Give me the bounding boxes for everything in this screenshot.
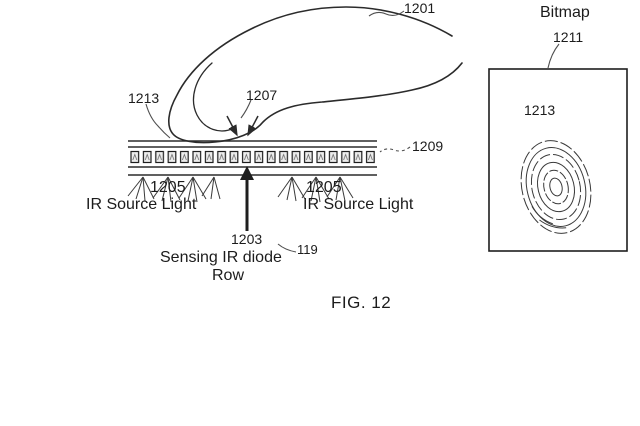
finger-outline <box>168 6 463 144</box>
ref-label-1213-bitmap: 1213 <box>524 102 556 118</box>
ir-source-light-right: IR Source Light <box>303 196 414 213</box>
finger-drawing <box>168 6 463 144</box>
leader-1211 <box>547 43 560 69</box>
ref-label-1213-left: 1213 <box>128 90 160 106</box>
ref-label-1203: 1203 <box>231 231 263 247</box>
row-label: Row <box>212 267 245 284</box>
sensor-stack <box>128 140 377 176</box>
leader-1201 <box>368 10 405 17</box>
ref-label-1205-left: 1205 <box>150 179 186 196</box>
ref-label-1207: 1207 <box>246 87 278 103</box>
ir-rays-left <box>127 176 221 203</box>
ref-label-119: 119 <box>297 242 318 257</box>
figure-caption: FIG. 12 <box>331 293 392 312</box>
ref-label-1209: 1209 <box>412 138 444 154</box>
leader-119 <box>277 243 297 253</box>
bitmap-title: Bitmap <box>540 4 590 21</box>
fingerprint-drawing <box>520 140 592 234</box>
sensing-ir-diode-label: Sensing IR diode <box>160 249 282 266</box>
leader-1213-left <box>145 103 171 139</box>
ir-rays-right <box>277 176 354 203</box>
ref-label-1211: 1211 <box>553 29 584 45</box>
ir-diode-row <box>129 149 377 165</box>
leader-1207 <box>240 99 252 119</box>
bitmap-box <box>488 68 628 252</box>
contact-light-arrows <box>226 115 259 137</box>
sensing-row-arrow <box>240 166 254 231</box>
ref-label-1205-right: 1205 <box>306 179 342 196</box>
bitmap-panel <box>488 68 628 252</box>
ref-label-1201: 1201 <box>404 0 436 16</box>
fingernail-line <box>192 62 235 132</box>
ir-source-light-left: IR Source Light <box>86 196 197 213</box>
leader-1209 <box>379 146 411 153</box>
